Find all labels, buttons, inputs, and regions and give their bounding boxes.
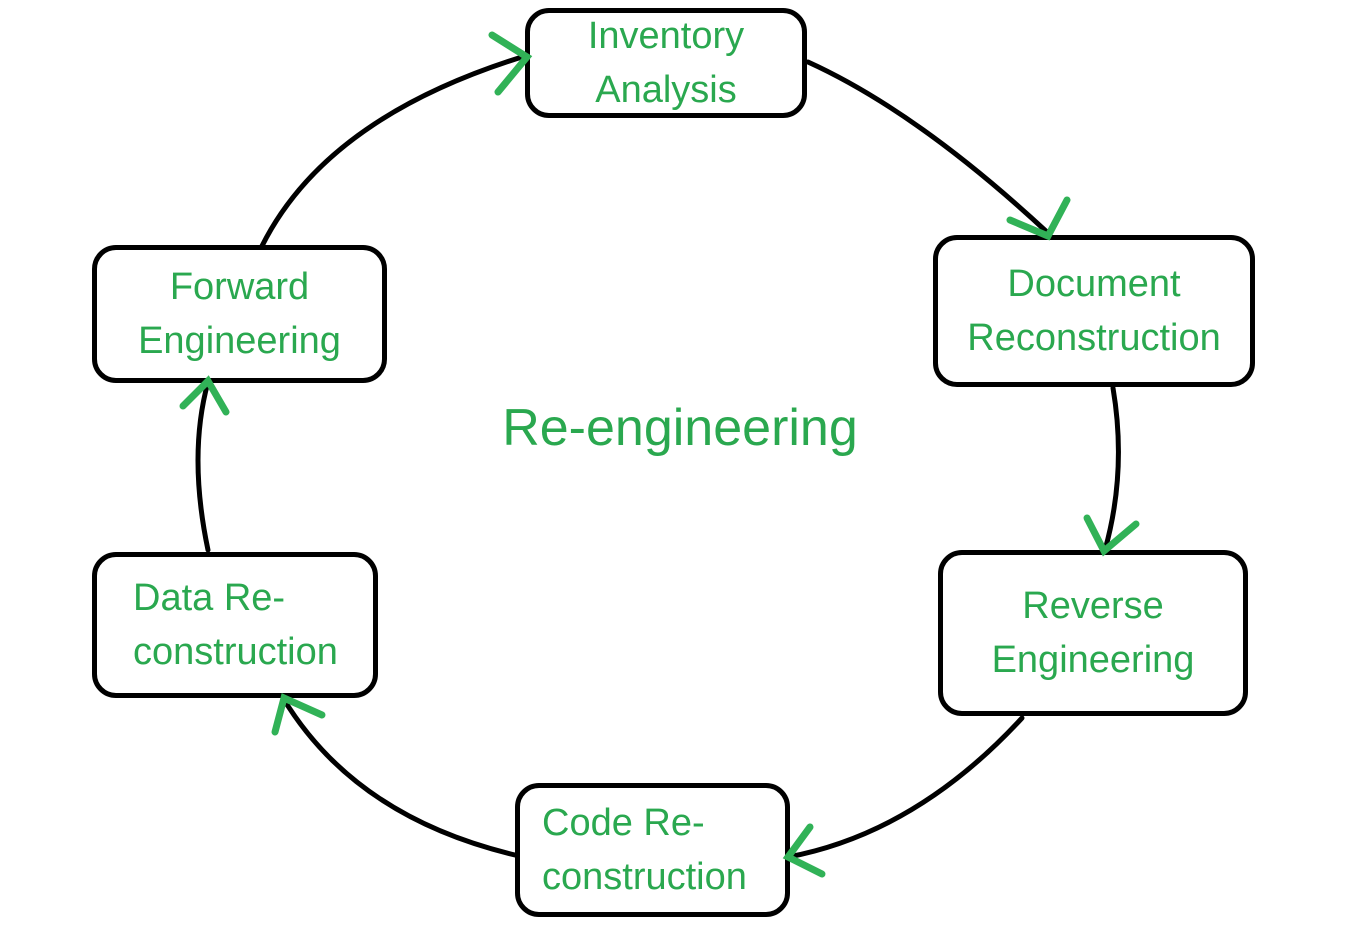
arc-forward-to-inventory	[259, 54, 525, 249]
node-label-line: construction	[542, 856, 747, 898]
node-label-line: construction	[133, 631, 338, 673]
node-label-line: Analysis	[595, 69, 737, 111]
node-label-line: Reverse	[1022, 585, 1164, 627]
arrowhead-into-document-icon	[1006, 196, 1071, 241]
node-label-line: Document	[1007, 263, 1181, 305]
node-document-reconstruction: Document Reconstruction	[933, 235, 1255, 387]
node-label-line: Inventory	[587, 15, 745, 57]
arc-reverse-to-code	[785, 715, 1025, 860]
node-label-line: Engineering	[138, 320, 341, 362]
arc-data-to-forward	[195, 379, 211, 553]
arrowhead-into-inventory-icon	[488, 31, 533, 96]
arrowhead-into-code-icon	[782, 823, 826, 878]
node-label-line: Data Re-	[133, 577, 286, 619]
arc-document-to-reverse	[1102, 385, 1121, 553]
arc-inventory-to-document	[805, 59, 1051, 236]
node-inventory-analysis: Inventory Analysis	[525, 8, 807, 118]
arrowhead-into-data-icon	[271, 693, 326, 736]
node-data-reconstruction: Data Re- construction	[92, 552, 378, 698]
node-label-line: Forward	[169, 266, 310, 308]
node-code-reconstruction: Code Re- construction	[515, 783, 790, 917]
node-label-line: Reconstruction	[967, 317, 1221, 359]
arrowhead-into-reverse-icon	[1083, 514, 1140, 557]
arrowhead-into-forward-icon	[179, 375, 230, 416]
node-forward-engineering: Forward Engineering	[92, 245, 387, 383]
node-label-line: Code Re-	[542, 802, 705, 844]
node-label-line: Engineering	[991, 639, 1195, 681]
node-reverse-engineering: Reverse Engineering	[938, 550, 1248, 716]
diagram-title: Re-engineering	[502, 399, 858, 457]
arc-code-to-data	[280, 695, 518, 858]
